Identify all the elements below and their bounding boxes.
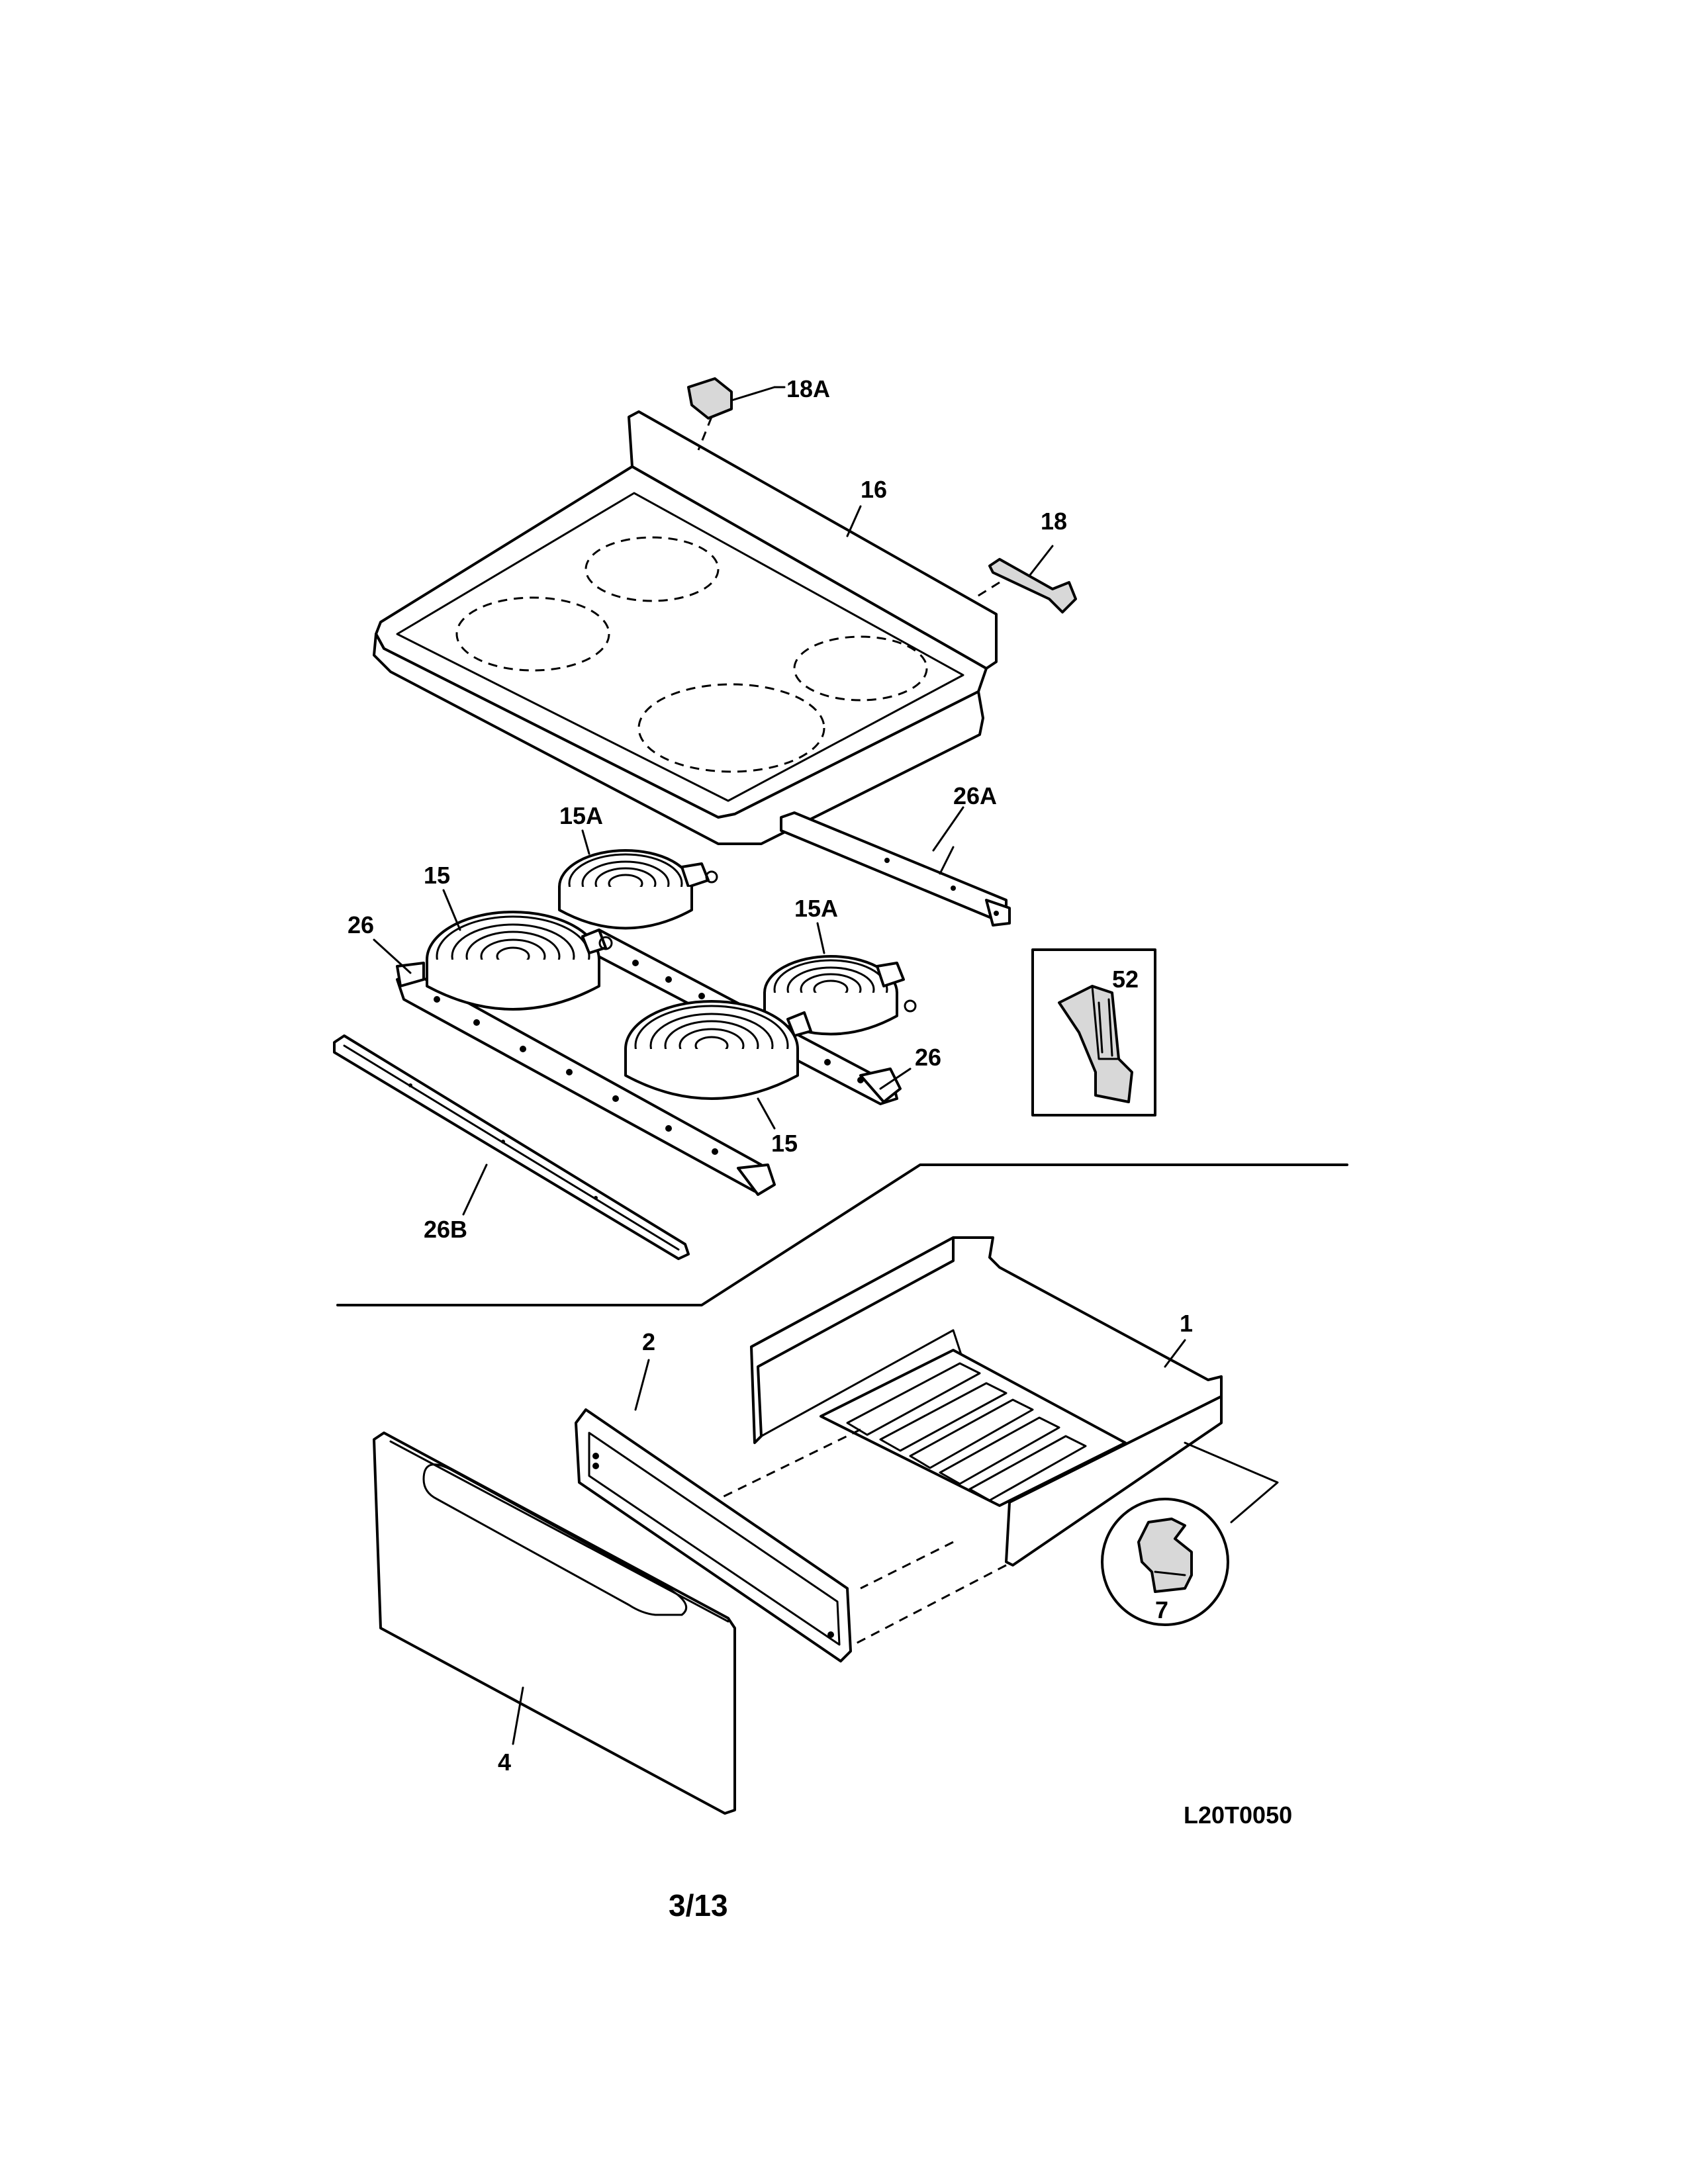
callout-26-left: 26 [348,911,374,938]
burner-support-rail-front [396,962,776,1196]
drawer-front-frame [575,1408,852,1662]
inset-box-52 [1031,948,1156,1116]
cooktop-glass-top [373,410,998,845]
trim-rail-26B [333,1034,690,1260]
callout-1: 1 [1180,1310,1193,1337]
leader-lines [373,386,1186,1745]
callout-15A-right: 15A [794,895,838,922]
bracket-18 [972,545,1077,614]
callout-2: 2 [642,1328,655,1355]
page-number: 3/13 [669,1888,728,1923]
callout-26A: 26A [953,782,997,809]
drawer-body [711,1236,1279,1649]
support-rail-26A [780,811,1011,927]
bracket-18A [687,377,776,451]
callout-4: 4 [498,1749,511,1776]
callout-16: 16 [861,476,887,503]
surface-element-small-right [763,955,917,1036]
callout-18: 18 [1041,508,1067,535]
drawer-front-panel [373,1432,736,1815]
surface-element-small-rear [558,849,718,930]
callout-18A: 18A [786,375,830,402]
callout-15-left: 15 [424,862,450,889]
surface-element-large-front [624,1000,812,1100]
section-divider [336,1163,1348,1306]
callout-15A-rear: 15A [559,802,603,829]
callout-7: 7 [1155,1596,1168,1623]
callout-52: 52 [1112,966,1139,993]
callout-26B: 26B [424,1216,467,1243]
drawing-code: L20T0050 [1184,1801,1292,1829]
callout-15-front: 15 [771,1130,798,1157]
surface-element-large-left [426,911,613,1011]
detail-circle-7 [1101,1498,1229,1626]
callout-26-right: 26 [915,1044,941,1071]
